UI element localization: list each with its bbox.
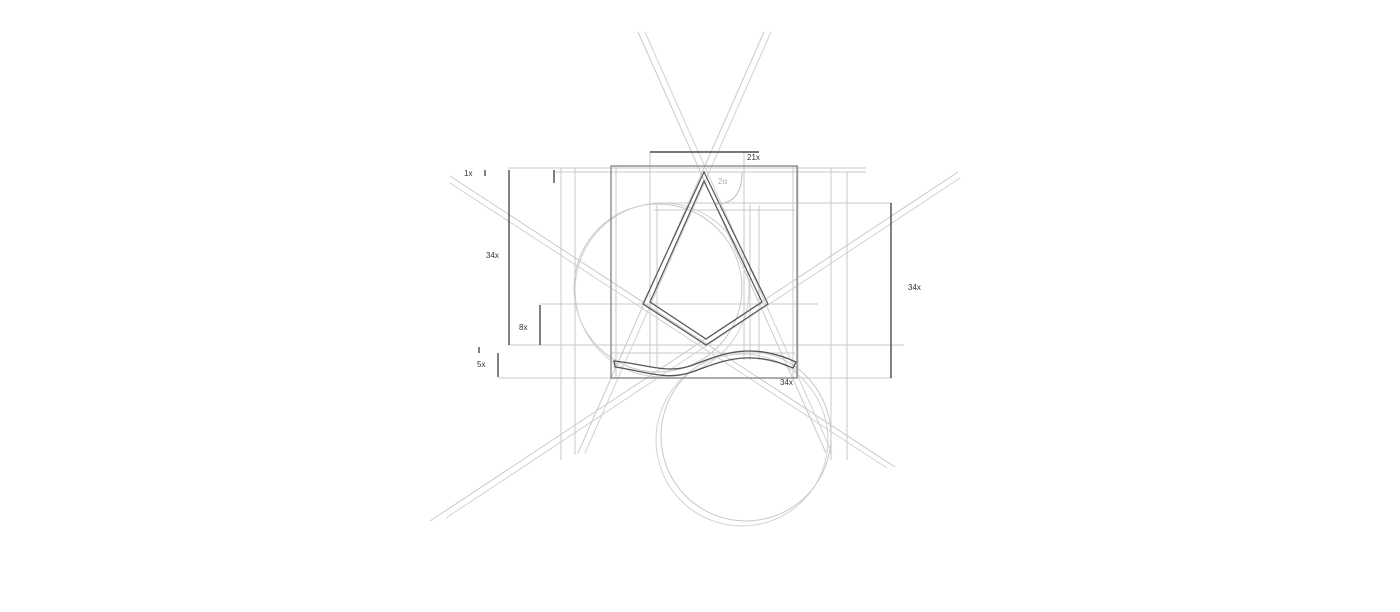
wave-stroke (613, 350, 797, 377)
upper-circle-b (574, 202, 750, 378)
label-small-top: 1x (464, 169, 472, 178)
square-frame (610, 165, 798, 379)
dimension-lines (478, 151, 892, 378)
dimension-labels: 21x 34x 34x 34x 1x 8x 5x 2α (464, 153, 921, 387)
diagonal-guide (429, 171, 959, 522)
horizontal-guides (498, 167, 904, 379)
diagonal-guide (637, 31, 827, 454)
diagonal-guide (445, 177, 961, 519)
kite-outline-outer (642, 170, 769, 346)
kite-outline-inner (649, 179, 763, 340)
label-angle: 2α (718, 177, 727, 186)
label-mid-left: 8x (519, 323, 527, 332)
vertical-guides (560, 152, 848, 460)
label-top-width: 21x (747, 153, 760, 162)
logo-mark (613, 170, 797, 377)
lower-circle-b (655, 353, 829, 527)
label-small-bottom: 5x (477, 360, 485, 369)
label-left-height: 34x (486, 251, 499, 260)
diagonal-guide (449, 175, 896, 468)
diagonal-guide (584, 31, 772, 454)
angle-arc (715, 171, 743, 205)
upper-circle-a (573, 203, 743, 373)
diagonal-guides (429, 31, 961, 522)
diagonal-guide (449, 182, 888, 469)
label-bottom-width: 34x (780, 378, 793, 387)
label-right-height: 34x (908, 283, 921, 292)
frame-outer (610, 165, 798, 379)
